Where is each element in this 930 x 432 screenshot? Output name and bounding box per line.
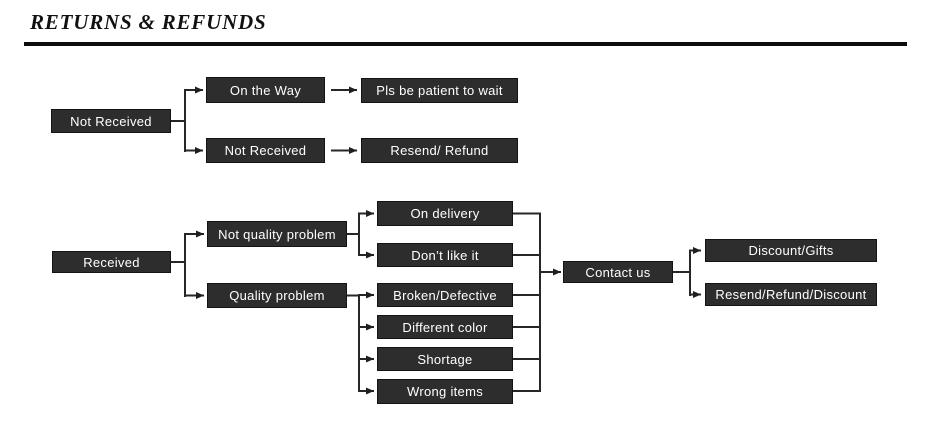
node-resend-refund-discount: Resend/Refund/Discount [705,283,877,306]
title-divider [24,42,907,46]
node-discount-gifts: Discount/Gifts [705,239,877,262]
page-title: RETURNS & REFUNDS [30,10,267,34]
node-resend-refund: Resend/ Refund [361,138,518,163]
node-not-quality-problem: Not quality problem [207,221,347,247]
node-broken-defective: Broken/Defective [377,283,513,307]
node-be-patient: Pls be patient to wait [361,78,518,103]
node-not-received-root: Not Received [51,109,171,133]
node-contact-us: Contact us [563,261,673,283]
node-shortage: Shortage [377,347,513,371]
node-different-color: Different color [377,315,513,339]
node-on-delivery: On delivery [377,201,513,226]
node-received-root: Received [52,251,171,273]
node-dont-like-it: Don’t like it [377,243,513,267]
node-not-received-transit: Not Received [206,138,325,163]
node-quality-problem: Quality problem [207,283,347,308]
node-wrong-items: Wrong items [377,379,513,404]
node-on-the-way: On the Way [206,77,325,103]
